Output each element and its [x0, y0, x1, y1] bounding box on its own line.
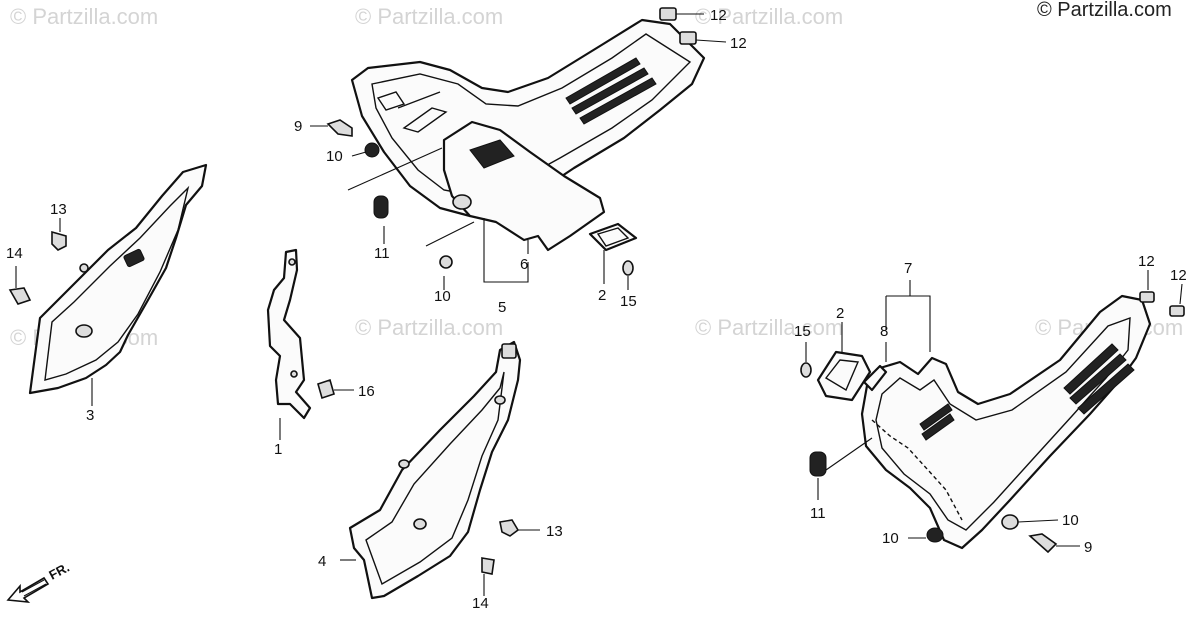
- screw-13a: [51, 230, 67, 251]
- screw-14b: [481, 557, 495, 575]
- screw-14a: [8, 287, 32, 305]
- callout-13[interactable]: 13: [50, 201, 67, 218]
- callout-10[interactable]: 10: [882, 530, 899, 547]
- part-7-right-cover-assembly[interactable]: [860, 294, 1152, 550]
- clip-12b: [679, 31, 697, 45]
- part-1-bracket[interactable]: [266, 248, 312, 420]
- bolt-9b: [1028, 533, 1058, 554]
- callout-4[interactable]: 4: [318, 553, 326, 570]
- callout-1[interactable]: 1: [274, 441, 282, 458]
- callout-12[interactable]: 12: [710, 7, 727, 24]
- clip-12a: [659, 7, 677, 21]
- callout-5[interactable]: 5: [498, 299, 506, 316]
- callout-11[interactable]: 11: [374, 245, 390, 262]
- arrow-hatch: [21, 579, 47, 597]
- bolt-9a: [326, 119, 353, 137]
- washer-15b: [800, 362, 812, 378]
- watermark-text: © Partzilla.com: [10, 4, 158, 29]
- grommet-10a: [364, 142, 380, 158]
- vent-slots: [919, 343, 1135, 441]
- callout-13[interactable]: 13: [546, 523, 563, 540]
- leader-lines: [15, 13, 1183, 596]
- clip-16: [317, 378, 335, 400]
- clip-12d: [1169, 305, 1185, 317]
- callout-12[interactable]: 12: [1170, 267, 1187, 284]
- callout-9[interactable]: 9: [1084, 539, 1092, 556]
- damper-11b: [809, 451, 827, 477]
- part-2-pad[interactable]: [588, 222, 638, 252]
- callout-11[interactable]: 11: [810, 505, 826, 522]
- part-2-pad-right[interactable]: [816, 350, 872, 402]
- callout-6[interactable]: 6: [520, 256, 528, 273]
- callout-7[interactable]: 7: [904, 260, 912, 277]
- arrow-icon: [6, 576, 50, 604]
- callout-2[interactable]: 2: [836, 305, 844, 322]
- part-3-left-side-cover[interactable]: [28, 163, 208, 395]
- vent-slots: [565, 57, 657, 125]
- part-5-upper-cover[interactable]: [350, 18, 706, 218]
- callout-12[interactable]: 12: [730, 35, 747, 52]
- callout-8[interactable]: 8: [880, 323, 888, 340]
- callout-15[interactable]: 15: [620, 293, 637, 310]
- callout-2[interactable]: 2: [598, 287, 606, 304]
- copyright-text: © Partzilla.com: [1037, 0, 1172, 21]
- callout-3[interactable]: 3: [86, 407, 94, 424]
- part-8-seal-strip[interactable]: [862, 364, 888, 392]
- part-4-lower-side-cover[interactable]: [348, 340, 522, 600]
- grommet-10b: [439, 255, 453, 269]
- callouts: 12 12 9 10 11 10 6 5 2 15 13 14 3 1 16 4…: [6, 7, 1187, 612]
- callout-10[interactable]: 10: [1062, 512, 1079, 529]
- callout-15[interactable]: 15: [794, 323, 811, 340]
- callout-10[interactable]: 10: [326, 148, 343, 165]
- callout-9[interactable]: 9: [294, 118, 302, 135]
- washer-15a: [622, 260, 634, 276]
- callout-14[interactable]: 14: [472, 595, 489, 612]
- callout-14[interactable]: 14: [6, 245, 23, 262]
- front-label: FR.: [46, 560, 72, 583]
- watermark-text: © Partzilla.com: [695, 4, 843, 29]
- callout-10[interactable]: 10: [434, 288, 451, 305]
- clip-12c: [1139, 291, 1155, 303]
- grommet-10d: [1001, 514, 1019, 530]
- watermark-text: © Partzilla.com: [355, 4, 503, 29]
- front-indicator: FR.: [6, 560, 72, 604]
- callout-16[interactable]: 16: [358, 383, 375, 400]
- grommet-10c: [926, 527, 944, 543]
- damper-11a: [373, 195, 389, 219]
- hardware: [8, 7, 1185, 575]
- watermark-text: © Partzilla.com: [355, 315, 503, 340]
- watermark-text: © Partzilla.com: [695, 315, 843, 340]
- callout-12[interactable]: 12: [1138, 253, 1155, 270]
- screw-13b: [499, 519, 520, 537]
